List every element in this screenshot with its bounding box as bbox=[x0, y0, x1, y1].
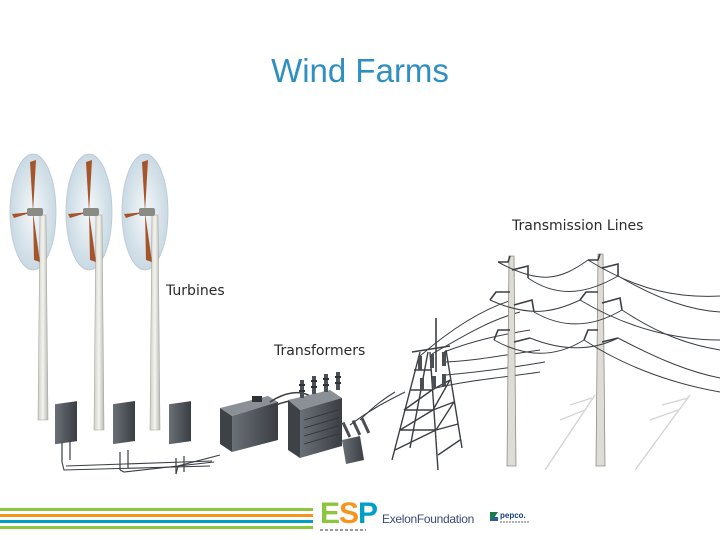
transmission-tower-2 bbox=[580, 254, 622, 466]
pepco-logo: pepco. bbox=[500, 511, 526, 520]
esp-logo-e: E bbox=[320, 497, 339, 530]
label-transmission-lines: Transmission Lines bbox=[512, 218, 643, 234]
footer-stripe bbox=[0, 514, 313, 517]
label-transformers: Transformers bbox=[274, 343, 365, 359]
pepco-mark-icon bbox=[489, 511, 499, 522]
footer-stripe bbox=[0, 520, 313, 523]
esp-logo-s: S bbox=[339, 497, 358, 530]
footer-stripe bbox=[0, 526, 313, 529]
substation-wires bbox=[420, 300, 545, 388]
wind-turbine-3 bbox=[122, 154, 168, 430]
transformer-secondary bbox=[288, 372, 405, 464]
turbine-base-boxes bbox=[55, 401, 191, 474]
wind-turbine-1 bbox=[10, 154, 56, 420]
transmission-spans bbox=[490, 260, 720, 392]
esp-logo-p: P bbox=[358, 497, 377, 530]
exelon-foundation-logo: ExelonFoundation bbox=[382, 512, 474, 526]
ground-cables bbox=[62, 455, 220, 474]
footer-stripes bbox=[0, 508, 315, 532]
wind-farm-diagram bbox=[0, 0, 720, 500]
footer-stripe bbox=[0, 508, 313, 511]
esp-logo: ESP bbox=[320, 499, 377, 529]
substation-lattice-tower bbox=[392, 318, 462, 470]
label-turbines: Turbines bbox=[166, 283, 225, 299]
pepco-logo-tagline bbox=[500, 521, 530, 523]
transmission-tower-1 bbox=[490, 256, 534, 466]
esp-logo-tagline bbox=[320, 529, 366, 531]
wind-turbine-2 bbox=[66, 154, 112, 430]
tower-shadows bbox=[545, 395, 690, 470]
